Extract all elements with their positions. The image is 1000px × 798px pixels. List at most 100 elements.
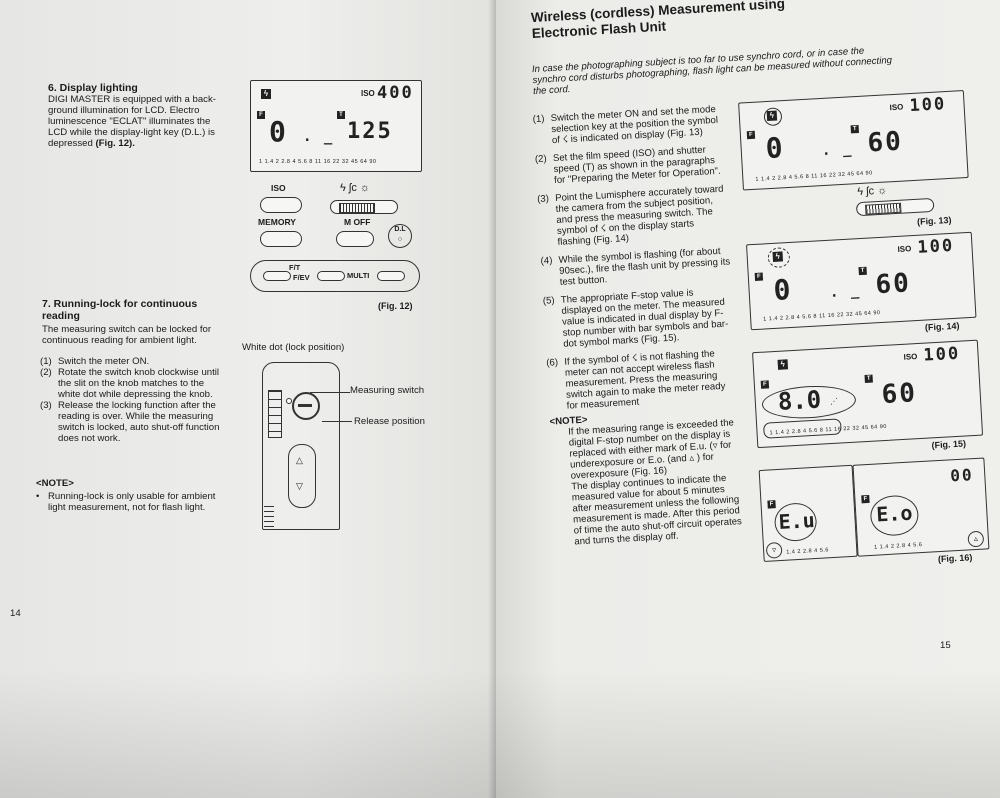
white-dot-label: White dot (lock position) — [242, 342, 345, 353]
flash-icon: ϟ — [772, 251, 784, 262]
section-6-fig-ref: (Fig. 12). — [95, 138, 135, 149]
fig-13-lcd: ϟ ISO 100 F T 0 . _ 60 1 1.4 2 2.8 4 5.6… — [738, 90, 969, 191]
step-number: (1) — [40, 356, 52, 367]
under-exposure-value: E.u — [777, 508, 816, 535]
section-6-body: DIGI MASTER is equipped with a back-grou… — [48, 94, 216, 149]
step-number: (1) — [532, 113, 545, 126]
white-dot-icon — [286, 398, 292, 404]
under-exposure-icon: ▿ — [765, 541, 783, 559]
step-item: (2)Set the film speed (ISO) and shutter … — [535, 143, 727, 187]
step-item: (5)The appropriate F-stop value is displ… — [543, 285, 736, 351]
iso-value: 100 — [916, 235, 955, 258]
step-item: (1) Switch the meter ON and set the mode … — [532, 104, 724, 148]
fig-12-lcd: ϟ ISO 400 F T 0 . _ 125 1 1.4 2 2.8 4 5.… — [250, 80, 422, 172]
step-number: (4) — [540, 255, 553, 267]
flashing-indicator-ring: ϟ — [767, 247, 791, 269]
right-page-content: Wireless (cordless) Measurement using El… — [496, 0, 1000, 797]
down-arrow-icon: ▽ — [296, 481, 303, 491]
iso-value: 100 — [922, 343, 961, 366]
t-value: 125 — [347, 119, 393, 144]
step-item: (3)Release the locking function after th… — [40, 400, 224, 444]
t-indicator-icon: T — [337, 111, 345, 119]
t-value: 60 — [880, 378, 918, 411]
dl-button[interactable]: D.L○ — [388, 224, 412, 248]
fig-12: ϟ ISO 400 F T 0 . _ 125 1 1.4 2 2.8 4 5.… — [250, 80, 422, 320]
procedure-steps: (1) Switch the meter ON and set the mode … — [532, 104, 746, 549]
t-value: 60 — [866, 126, 904, 159]
aperture-scale: 1 1.4 2 2.8 4 5.6 8 11 16 22 32 45 64 90 — [763, 310, 881, 323]
memory-button[interactable] — [260, 231, 302, 247]
right-page: Wireless (cordless) Measurement using El… — [496, 0, 1000, 798]
moff-button[interactable] — [336, 231, 374, 247]
up-arrow-icon: △ — [296, 455, 303, 465]
t-indicator-icon: T — [858, 266, 867, 276]
step-text: If the symbol of ☇ is not flashing the m… — [564, 348, 726, 412]
mode-switch[interactable] — [855, 197, 935, 217]
aperture-scale: 1 1.4 2 2.8 4 5.6 — [873, 542, 923, 551]
fig-16-right-lcd: 00 F E.o ▵ 1 1.4 2 2.8 4 5.6 — [852, 457, 990, 557]
note-2-text: The display continues to indicate the me… — [570, 472, 743, 548]
mode-switch-knob[interactable] — [339, 203, 375, 213]
step-number: (2) — [534, 153, 547, 166]
over-exposure-icon: ▵ — [967, 530, 985, 548]
step-item: (4)While the symbol is flashing (for abo… — [540, 245, 732, 289]
note-title: <NOTE> — [36, 478, 74, 489]
dot-dash: . _ — [821, 141, 854, 160]
step-text: Point the Lumisphere accurately toward t… — [554, 183, 724, 248]
fig-16-left-lcd: F E.u ▿ 1.4 2 2.8 4 5.6 — [758, 464, 858, 562]
rocker-button[interactable]: △ ▽ — [288, 444, 316, 508]
bar-symbol-icon: ⋰ — [829, 396, 839, 406]
step-number: (5) — [542, 295, 555, 307]
flash-mode-icon: ϟ ʃc ☼ — [340, 182, 370, 194]
mode-switch-knob[interactable] — [865, 202, 902, 215]
fig-14-caption: (Fig. 14) — [924, 320, 960, 333]
flash-icon: ϟ — [777, 359, 789, 370]
release-position-label: Release position — [354, 416, 425, 427]
section-6-title: 6. Display lighting — [48, 82, 138, 94]
section-7-title-text: 7. Running-lock for continuous reading — [42, 298, 198, 322]
section-6-text: DIGI MASTER is equipped with a back-grou… — [48, 94, 226, 149]
dl-button-label: D.L — [394, 226, 406, 233]
release-leader — [322, 421, 352, 422]
intro-text: In case the photographing subject is too… — [531, 45, 893, 98]
t-value: 60 — [874, 268, 912, 301]
lock-figure: △ ▽ — [262, 362, 340, 532]
iso-label: ISO — [361, 89, 375, 98]
flash-indicator-ring: ϟ — [763, 107, 783, 127]
step-text: Switch the meter ON and set the mode sel… — [550, 103, 719, 147]
f-indicator-icon: F — [754, 272, 764, 281]
f-value: 0 — [764, 131, 786, 166]
multi-button[interactable] — [377, 271, 405, 281]
iso-button[interactable] — [260, 197, 302, 213]
aperture-scale: 1.4 2 2.8 4 5.6 — [786, 547, 830, 556]
measuring-switch-knob[interactable] — [292, 392, 320, 420]
aperture-scale: 1 1.4 2 2.8 4 5.6 8 11 16 22 32 45 64 90 — [755, 170, 873, 183]
bottom-button-row: F/T F/EV MULTI — [250, 260, 420, 292]
flash-icon: ϟ — [766, 110, 778, 122]
left-page: 6. Display lighting DIGI MASTER is equip… — [0, 0, 496, 798]
fev-button[interactable] — [317, 271, 345, 281]
step-number: (2) — [40, 367, 52, 378]
memory-button-label: MEMORY — [258, 217, 296, 227]
dot-dash: . _ — [829, 283, 862, 301]
ft-button[interactable] — [263, 271, 291, 281]
page-number-right: 15 — [940, 640, 951, 651]
iso-button-label: ISO — [271, 183, 286, 193]
page-number-left: 14 — [10, 608, 21, 619]
bottom-grip — [264, 506, 274, 528]
measuring-switch-leader — [310, 392, 350, 393]
note-text: Running-lock is only usable for ambient … — [48, 491, 216, 513]
step-number: (3) — [536, 193, 550, 206]
f-value: 0 — [772, 272, 794, 307]
step-item: (3) Point the Lumisphere accurately towar… — [537, 183, 730, 249]
section-7-title: 7. Running-lock for continuous reading — [42, 298, 222, 322]
meter-body — [262, 362, 340, 530]
top-value: 00 — [949, 465, 975, 486]
multi-label: MULTI — [347, 271, 370, 280]
bullet-icon: • — [36, 491, 40, 502]
step-item: (6)If the symbol of ☇ is not flashing th… — [546, 347, 739, 413]
measuring-switch-label: Measuring switch — [350, 385, 425, 396]
iso-label: ISO — [889, 102, 904, 113]
mode-switch[interactable] — [330, 200, 398, 214]
iso-value: 400 — [377, 83, 414, 103]
